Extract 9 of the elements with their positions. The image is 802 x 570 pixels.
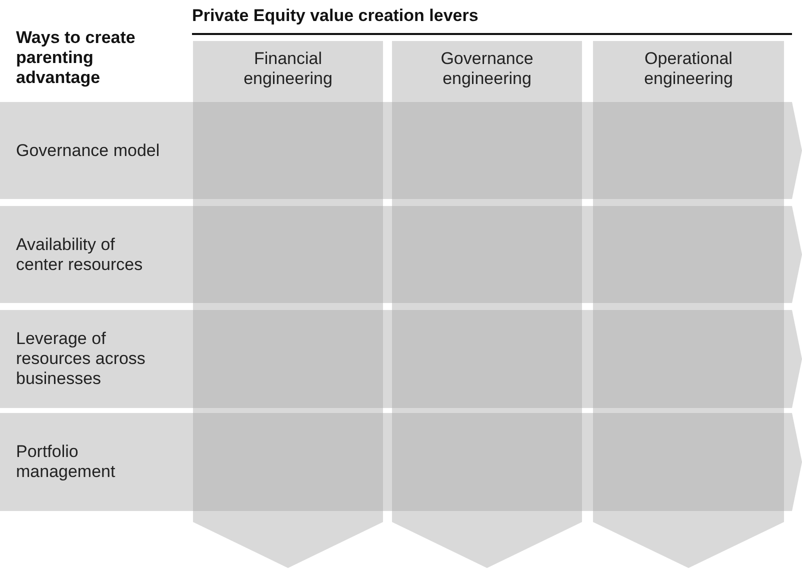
heading: Private Equity value creation levers bbox=[192, 6, 478, 26]
lever-label: Financial engineering bbox=[242, 48, 334, 89]
lever-label: Operational engineering bbox=[643, 48, 734, 89]
advantage-label: Portfolio management bbox=[16, 442, 116, 482]
advantage-label: Leverage of resources across businesses bbox=[16, 329, 146, 389]
advantage-label: Availability of center resources bbox=[16, 234, 144, 274]
row-axis-heading: Ways to create parenting advantage bbox=[16, 28, 136, 88]
advantage-label: Governance model bbox=[16, 140, 161, 160]
lever-label: Governance engineering bbox=[440, 48, 534, 89]
